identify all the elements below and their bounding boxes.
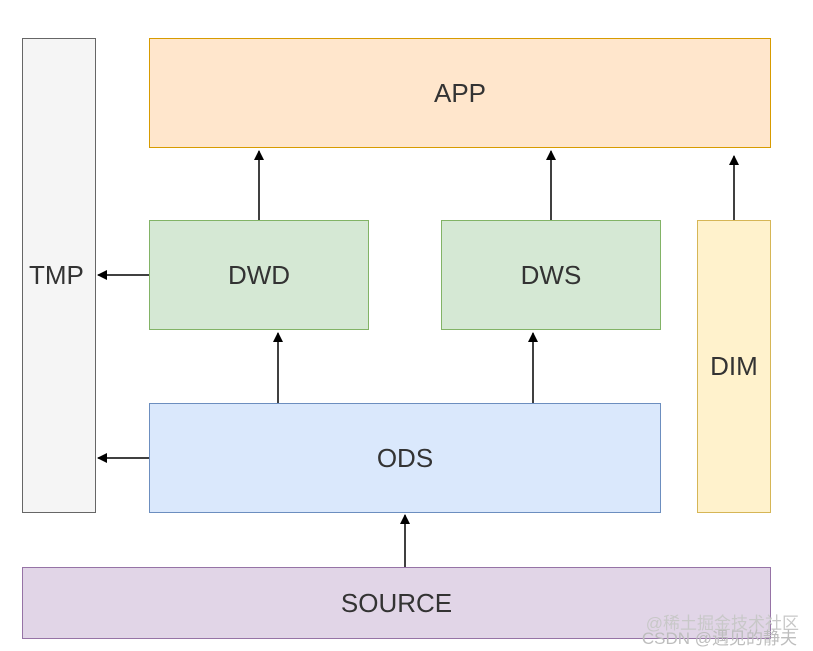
source-node: SOURCE: [22, 567, 771, 639]
ods-label: ODS: [376, 442, 434, 473]
source-label: SOURCE: [340, 587, 453, 618]
dim-node: DIM: [697, 220, 771, 513]
dws-label: DWS: [520, 259, 582, 290]
app-node: APP: [149, 38, 771, 148]
tmp-node: TMP: [22, 38, 96, 513]
dws-node: DWS: [441, 220, 661, 330]
dwd-node: DWD: [149, 220, 369, 330]
dwd-label: DWD: [227, 259, 291, 290]
watermark-line-2: CSDN @遇见的静夫: [641, 629, 797, 648]
dim-label: DIM: [710, 351, 758, 381]
watermark-line-1: @稀土掘金技术社区: [645, 614, 799, 633]
ods-node: ODS: [149, 403, 661, 513]
app-label: APP: [433, 77, 487, 108]
tmp-label: TMP: [29, 260, 84, 290]
